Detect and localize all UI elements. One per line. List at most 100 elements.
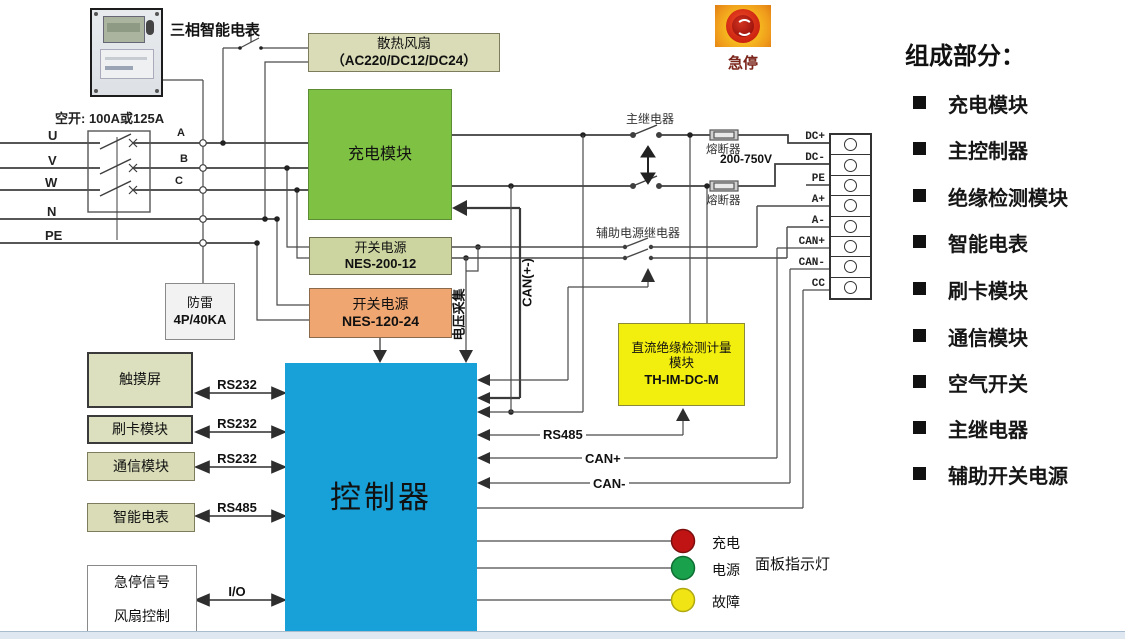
component-item-2: 主控制器 — [948, 141, 1028, 163]
bullet-icon — [913, 375, 926, 388]
terminal-block — [829, 133, 872, 300]
insulation-title-2: 模块 — [668, 356, 694, 371]
aux-relay-label: 辅助电源继电器 — [596, 226, 681, 240]
fault-lamp-icon — [670, 587, 696, 613]
bullet-icon — [913, 96, 926, 109]
insulation-model: TH-IM-DC-M — [644, 372, 719, 387]
bullet-icon — [913, 467, 926, 480]
terminal-screw-icon — [844, 260, 857, 274]
surge-title: 防雷 — [186, 295, 213, 311]
psu1-box: 开关电源 NES-200-12 — [309, 237, 452, 275]
bullet-icon — [913, 189, 926, 202]
component-item-1: 充电模块 — [948, 95, 1028, 117]
fan-feed-wires — [222, 28, 308, 219]
indicator-wires — [477, 540, 671, 601]
can-module-arrow — [452, 200, 467, 216]
bus-label-v: V — [48, 153, 57, 168]
power-lamp-label: 电源 — [712, 562, 740, 578]
terminal-row — [831, 196, 870, 217]
terminal-label-am: A- — [811, 215, 825, 227]
component-item-9: 辅助开关电源 — [948, 466, 1068, 488]
terminal-row — [831, 257, 870, 278]
fuse-label-1: 熔断器 — [706, 144, 741, 156]
estop-label: 急停 — [728, 55, 759, 72]
meter-lcd — [103, 16, 145, 43]
bullet-icon — [913, 142, 926, 155]
link-label-rs485: RS485 — [217, 500, 257, 515]
terminal-label-dcm: DC- — [805, 152, 825, 164]
estop-button-image — [715, 5, 771, 47]
controller-signal-wires — [477, 135, 829, 509]
power-lamp-icon — [670, 555, 696, 581]
aux-relay-wires — [452, 205, 829, 259]
psu2-title: 开关电源 — [352, 295, 409, 312]
controller-arrowheads — [477, 268, 690, 489]
terminal-row — [831, 278, 870, 298]
smart-meter-box: 智能电表 — [87, 503, 195, 532]
fuse-icons — [709, 129, 739, 192]
comm-module-label: 通信模块 — [113, 457, 169, 474]
terminal-screw-icon — [844, 158, 857, 172]
ac-bus-lines — [0, 142, 308, 244]
terminal-row — [831, 135, 870, 156]
psu1-model: NES-200-12 — [344, 256, 417, 271]
bottom-strip — [0, 631, 1125, 639]
breaker-symbol — [87, 130, 151, 240]
psu2-model: NES-120-24 — [341, 313, 420, 329]
touchscreen-label: 触摸屏 — [119, 371, 161, 388]
meter-button — [146, 20, 154, 35]
terminal-row — [831, 237, 870, 258]
components-title: 组成部分： — [905, 43, 1025, 70]
left-link-wires — [193, 386, 288, 607]
terminal-screw-icon — [844, 178, 857, 192]
aux-relay-contacts — [622, 244, 654, 261]
panel-lamps-label: 面板指示灯 — [755, 556, 831, 573]
insulation-title-1: 直流绝缘检测计量 — [631, 340, 732, 355]
controller-box: 控制器 — [285, 363, 477, 633]
card-reader-label: 刷卡模块 — [112, 420, 168, 437]
estop-arc-icon — [736, 19, 753, 36]
psu2-arrow — [373, 350, 387, 363]
link-label-io: I/O — [228, 584, 246, 599]
dc-minus-line — [452, 163, 829, 187]
can-pm-label: CAN(+-) — [519, 258, 535, 307]
terminal-label-dcp: DC+ — [805, 131, 825, 143]
estop-fan-box: 急停信号 风扇控制 — [87, 565, 197, 635]
estop-arc-icon — [736, 19, 753, 36]
bullet-icon — [913, 235, 926, 248]
three-phase-meter-image — [90, 8, 163, 97]
fan-box-spec: （AC220/DC12/DC24） — [331, 52, 477, 68]
terminal-row — [831, 155, 870, 176]
link-label-rs232-3: RS232 — [217, 451, 257, 466]
surge-protector-box: 防雷 4P/40KA — [165, 283, 235, 340]
meter-tap-nodes — [199, 139, 207, 247]
terminal-row — [831, 217, 870, 237]
meter-nameplate — [100, 49, 154, 79]
fuse-rating-label: 200-750V — [720, 152, 773, 166]
component-item-4: 智能电表 — [948, 234, 1028, 256]
estop-ring-icon — [726, 9, 760, 43]
terminal-label-cc: CC — [811, 278, 825, 290]
phase-label-a: A — [177, 127, 185, 139]
charging-lamp-icon — [670, 528, 696, 554]
bus-label-n: N — [47, 204, 57, 219]
fan-control-label: 风扇控制 — [114, 608, 170, 625]
charge-module-label: 充电模块 — [347, 145, 412, 163]
card-reader-box: 刷卡模块 — [87, 415, 193, 444]
component-item-5: 刷卡模块 — [948, 281, 1028, 303]
voltage-sense-arrow — [459, 350, 473, 363]
main-relay-contacts — [630, 124, 663, 189]
terminal-label-canp: CAN+ — [798, 236, 825, 248]
charging-lamp-label: 充电 — [712, 535, 740, 551]
terminal-label-pe: PE — [811, 173, 825, 185]
meter-tap-wires — [163, 79, 204, 283]
bullet-icon — [913, 329, 926, 342]
insulation-feed-wires — [689, 135, 708, 323]
component-item-6: 通信模块 — [948, 328, 1028, 350]
bus-label-pe: PE — [45, 228, 63, 243]
psu2-box: 开关电源 NES-120-24 — [309, 288, 452, 338]
insulation-module-box: 直流绝缘检测计量 模块 TH-IM-DC-M — [618, 323, 745, 406]
link-label-rs232-2: RS232 — [217, 416, 257, 431]
fan-box: 散热风扇 （AC220/DC12/DC24） — [308, 33, 500, 72]
component-item-3: 绝缘检测模块 — [948, 188, 1068, 210]
